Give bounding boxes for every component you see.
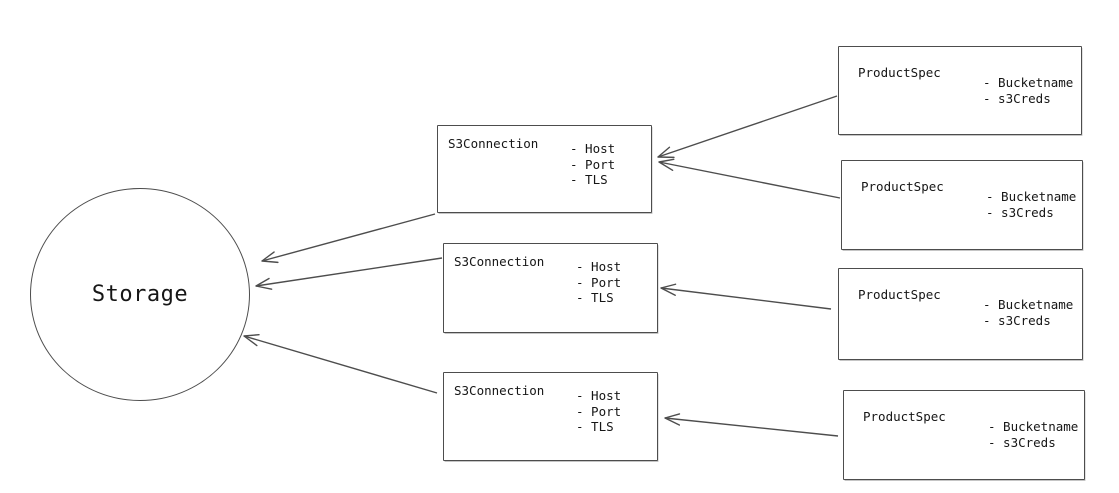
s3connection-2-attributes: - Host - Port - TLS xyxy=(576,259,621,306)
s3connection-3-title: S3Connection xyxy=(454,383,545,398)
attr-host: - Host xyxy=(570,141,616,156)
edge-productspec4-to-s3connection3[interactable] xyxy=(664,413,839,437)
s3connection-1-title: S3Connection xyxy=(448,136,539,151)
attr-tls: - TLS xyxy=(576,419,614,434)
s3connection-2-title: S3Connection xyxy=(454,254,545,269)
s3connection-1-attributes: - Host - Port - TLS xyxy=(570,141,615,188)
edge-productspec1-to-s3connection1[interactable] xyxy=(657,95,838,159)
attr-port: - Port xyxy=(576,274,622,290)
node-productspec-2[interactable]: ProductSpec - Bucketname - s3Creds xyxy=(841,160,1083,250)
node-s3connection-2[interactable]: S3Connection - Host - Port - TLS xyxy=(443,243,658,333)
productspec-2-attributes: - Bucketname - s3Creds xyxy=(986,189,1076,220)
edge-s3connection2-to-storage[interactable] xyxy=(255,257,443,290)
productspec-4-attributes: - Bucketname - s3Creds xyxy=(988,419,1078,450)
edge-productspec3-to-s3connection2[interactable] xyxy=(660,283,832,310)
s3connection-3-attributes: - Host - Port - TLS xyxy=(576,388,621,435)
attr-s3creds: - s3Creds xyxy=(983,90,1051,106)
node-s3connection-1[interactable]: S3Connection - Host - Port - TLS xyxy=(437,125,652,213)
productspec-4-title: ProductSpec xyxy=(863,409,946,424)
node-s3connection-3[interactable]: S3Connection - Host - Port - TLS xyxy=(443,372,658,461)
attr-tls: - TLS xyxy=(570,172,608,187)
productspec-1-attributes: - Bucketname - s3Creds xyxy=(983,75,1073,106)
attr-bucketname: - Bucketname xyxy=(986,189,1077,204)
edge-productspec2-to-s3connection1[interactable] xyxy=(658,158,841,199)
node-storage[interactable]: Storage xyxy=(30,188,250,401)
node-productspec-3[interactable]: ProductSpec - Bucketname - s3Creds xyxy=(838,268,1083,360)
attr-s3creds: - s3Creds xyxy=(983,312,1051,328)
attr-bucketname: - Bucketname xyxy=(983,297,1074,312)
productspec-3-attributes: - Bucketname - s3Creds xyxy=(983,297,1073,328)
attr-port: - Port xyxy=(570,156,616,172)
attr-s3creds: - s3Creds xyxy=(986,204,1054,220)
productspec-3-title: ProductSpec xyxy=(858,287,941,302)
attr-host: - Host xyxy=(576,259,622,274)
attr-host: - Host xyxy=(576,388,622,403)
attr-s3creds: - s3Creds xyxy=(988,434,1056,450)
edge-s3connection3-to-storage[interactable] xyxy=(243,333,438,394)
storage-label: Storage xyxy=(91,282,189,307)
attr-bucketname: - Bucketname xyxy=(983,75,1074,90)
productspec-1-title: ProductSpec xyxy=(858,65,941,80)
node-productspec-4[interactable]: ProductSpec - Bucketname - s3Creds xyxy=(843,390,1085,480)
attr-bucketname: - Bucketname xyxy=(988,419,1079,434)
node-productspec-1[interactable]: ProductSpec - Bucketname - s3Creds xyxy=(838,46,1082,135)
edge-s3connection1-to-storage[interactable] xyxy=(261,213,436,264)
productspec-2-title: ProductSpec xyxy=(861,179,944,194)
attr-tls: - TLS xyxy=(576,290,614,305)
attr-port: - Port xyxy=(576,403,622,419)
